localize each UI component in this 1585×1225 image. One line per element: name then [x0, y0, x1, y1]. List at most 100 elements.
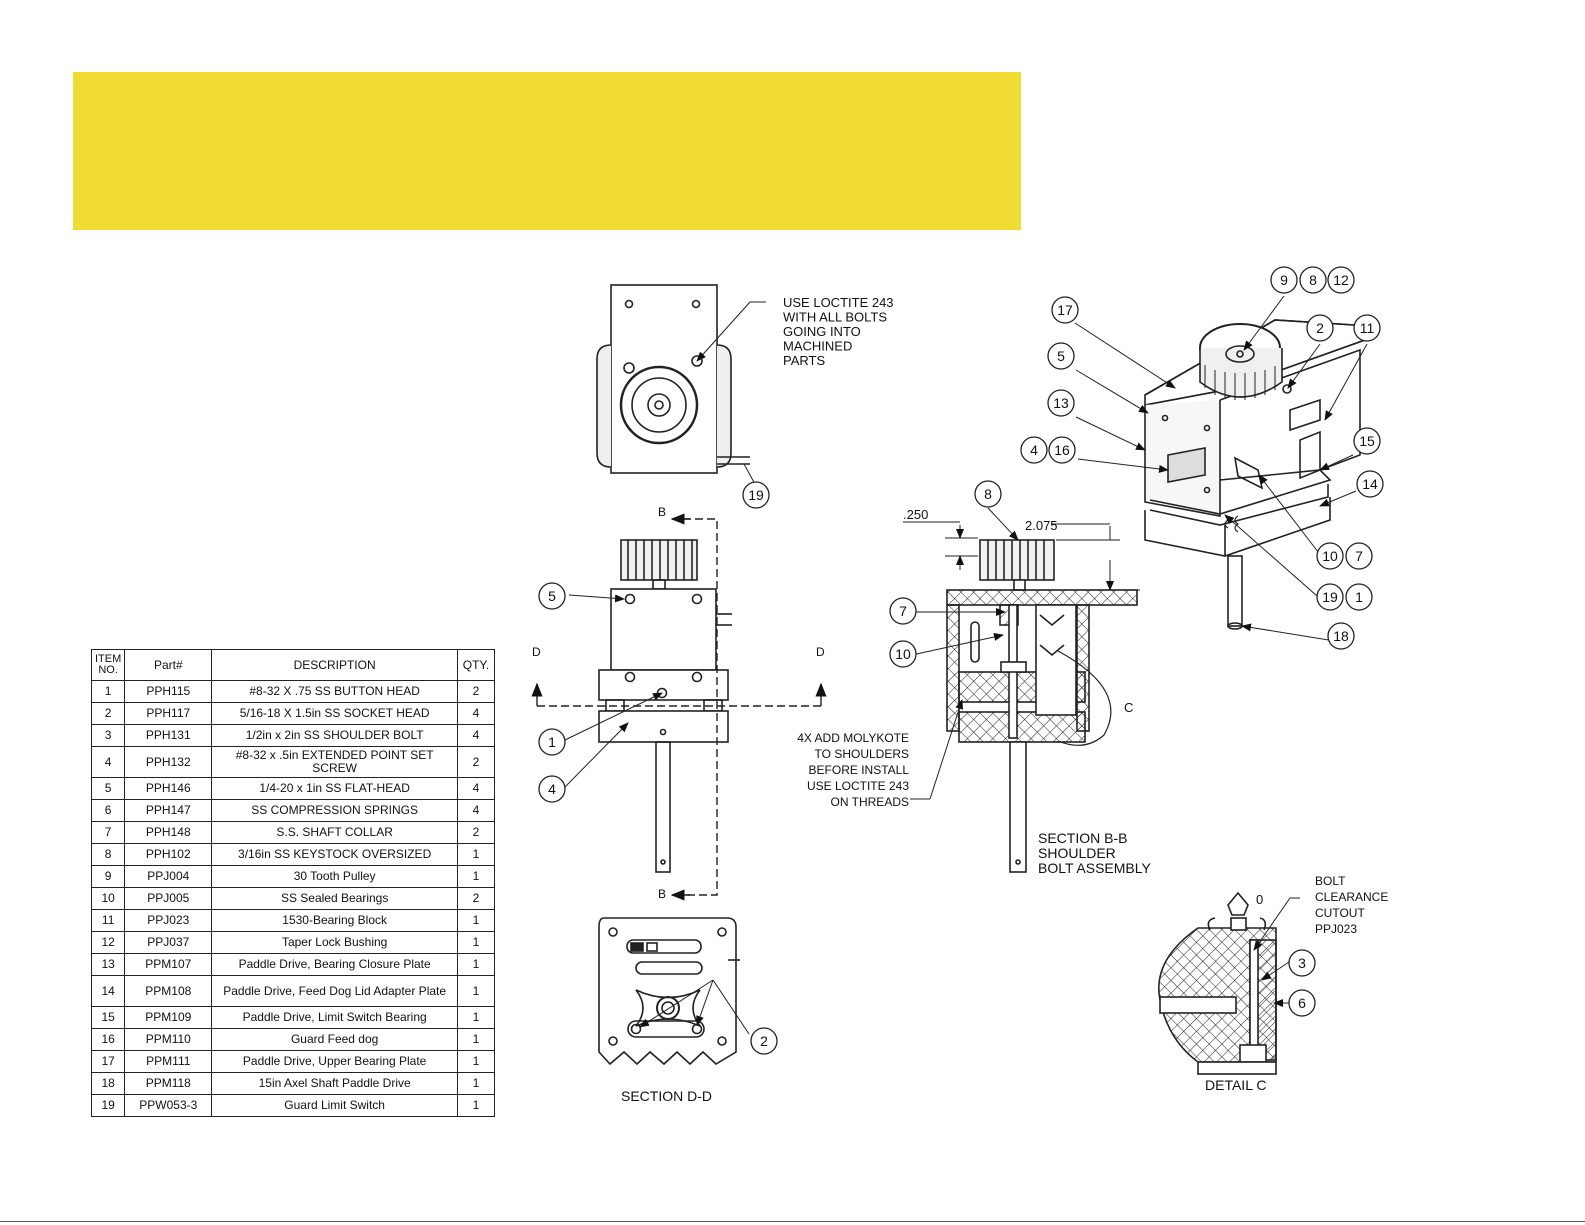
callout-label: 1: [548, 734, 556, 750]
section-dd-view: [598, 917, 740, 1066]
callout-balloon: 13: [1047, 389, 1075, 417]
note-line: MACHINED: [783, 339, 852, 354]
note-line: PARTS: [783, 353, 825, 368]
note-line: SECTION B-B: [1038, 830, 1127, 846]
bom-header-part: Part#: [124, 649, 213, 681]
cut-label-b-top: B: [658, 505, 666, 519]
callout-label: 11: [1360, 320, 1375, 336]
bom-cell-part: PPH131: [124, 724, 213, 747]
note-line: CLEARANCE: [1315, 890, 1388, 904]
cut-label-d-right: D: [816, 645, 825, 659]
bom-cell-part: PPH132: [124, 746, 213, 778]
bom-cell-part: PPM109: [124, 1006, 213, 1029]
bom-cell-description: Paddle Drive, Feed Dog Lid Adapter Plate: [211, 975, 458, 1007]
dimension-2075: 2.075: [1025, 518, 1058, 533]
callout-balloon: 1: [1345, 583, 1373, 611]
callout-label: 12: [1333, 272, 1349, 288]
callout-balloon: 12: [1327, 266, 1355, 294]
callout-label: 5: [548, 588, 556, 604]
callout-balloon: 14: [1356, 470, 1384, 498]
bom-cell-part: PPW053-3: [124, 1094, 213, 1117]
bom-cell-part: PPJ037: [124, 931, 213, 954]
note-line: CUTOUT: [1315, 906, 1365, 920]
top-view: [596, 284, 750, 474]
bom-cell-part: PPJ005: [124, 887, 213, 910]
isometric-view: [1144, 319, 1367, 630]
detail-c-view: [1158, 891, 1277, 1075]
callout-label: 8: [1309, 272, 1317, 288]
bom-cell-item: 13: [90, 953, 126, 976]
callout-label: 10: [895, 646, 911, 662]
bom-cell-description: 1/4-20 x 1in SS FLAT-HEAD: [211, 777, 458, 800]
note-line: ON THREADS: [831, 795, 909, 809]
callout-label: 6: [1298, 995, 1306, 1011]
bom-header-row: ITEM NO. Part# DESCRIPTION QTY.: [90, 649, 495, 681]
callout-balloon: 2: [1306, 314, 1334, 342]
section-bb-view: [946, 539, 1138, 873]
callout-balloon: 16: [1048, 436, 1076, 464]
page-bottom-rule: [0, 1221, 1585, 1222]
callout-label: 15: [1359, 433, 1375, 449]
callout-balloon: 5: [1047, 342, 1075, 370]
bom-header-qty: QTY.: [457, 649, 495, 681]
callout-label: 13: [1053, 395, 1069, 411]
note-line: 4X ADD MOLYKOTE: [797, 731, 909, 745]
callout-label: 16: [1054, 442, 1070, 458]
callout-label: 7: [899, 603, 907, 619]
callout-label: 7: [1355, 548, 1363, 564]
callout-balloon: 17: [1051, 296, 1079, 324]
bom-cell-part: PPH117: [124, 702, 213, 725]
cut-label-d-left: D: [532, 645, 541, 659]
callout-label: 17: [1057, 302, 1073, 318]
note-line: BOLT ASSEMBLY: [1038, 860, 1151, 876]
bom-cell-qty: 1: [457, 1050, 495, 1073]
bom-cell-qty: 2: [457, 746, 495, 778]
callout-label: 19: [748, 487, 764, 503]
callout-balloon: 18: [1327, 622, 1355, 650]
cut-label-b-bottom: B: [658, 887, 666, 901]
callout-label: 1: [1355, 589, 1363, 605]
bom-cell-part: PPH146: [124, 777, 213, 800]
bom-cell-part: PPM110: [124, 1028, 213, 1051]
detail-c-mark: 0: [1256, 892, 1263, 907]
callout-balloon: 4: [538, 775, 566, 803]
callout-label: 2: [760, 1033, 768, 1049]
callout-balloon: 3: [1288, 949, 1316, 977]
callout-balloon: 11: [1353, 314, 1381, 342]
dimension-250: .250: [903, 507, 928, 522]
note-line: BOLT: [1315, 874, 1346, 888]
callout-label: 18: [1333, 628, 1349, 644]
bom-cell-description: Paddle Drive, Upper Bearing Plate: [211, 1050, 458, 1073]
callout-balloon: 2: [750, 1027, 778, 1055]
title-banner: [73, 72, 1021, 230]
bom-cell-part: PPJ023: [124, 909, 213, 932]
callout-label: 10: [1322, 548, 1338, 564]
bom-cell-part: PPH102: [124, 843, 213, 866]
callout-label: 9: [1280, 272, 1288, 288]
note-line: USE LOCTITE 243: [783, 295, 894, 310]
section-cut-lines: [531, 513, 827, 901]
note-line: USE LOCTITE 243: [807, 779, 909, 793]
bom-cell-item: 19: [90, 1094, 126, 1117]
callout-label: 4: [548, 781, 556, 797]
bom-cell-description: 5/16-18 X 1.5in SS SOCKET HEAD: [211, 702, 458, 725]
callout-label: 8: [984, 486, 992, 502]
bom-header-item: ITEM NO.: [90, 649, 126, 681]
callout-balloon: 10: [1316, 542, 1344, 570]
callout-balloon: 10: [889, 640, 917, 668]
callout-balloon: 9: [1270, 266, 1298, 294]
cut-label-c: C: [1124, 700, 1133, 715]
bom-cell-qty: 1: [457, 1094, 495, 1117]
bom-cell-item: 14: [90, 975, 126, 1007]
bom-cell-item: 16: [90, 1028, 126, 1051]
